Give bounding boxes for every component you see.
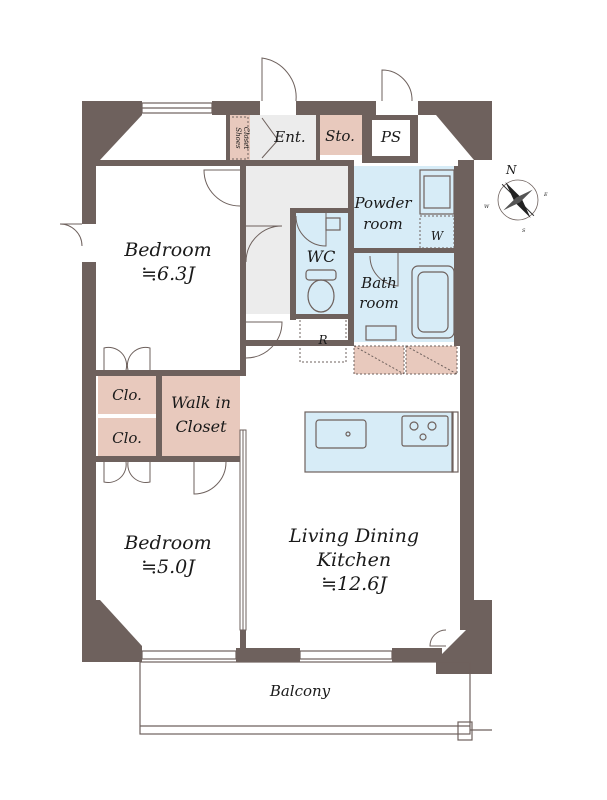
closet-2-fill bbox=[98, 418, 156, 456]
washer-space bbox=[419, 215, 455, 249]
entrance-fill bbox=[250, 115, 316, 161]
ldk-size: ≒12.6J bbox=[321, 573, 388, 595]
vanity bbox=[419, 169, 455, 215]
interior-walls bbox=[96, 115, 460, 652]
compass-south: S bbox=[522, 228, 526, 234]
compass-north: N bbox=[505, 163, 517, 177]
walk-in-closet-line2: Closet bbox=[175, 417, 227, 436]
bath-room-line1: Bath bbox=[360, 274, 397, 292]
kitchen-counter bbox=[304, 411, 454, 473]
bedroom-2-name: Bedroom bbox=[123, 532, 211, 554]
refrigerator-space bbox=[299, 317, 347, 363]
closet-2-label: Clo. bbox=[112, 429, 142, 447]
wc-label: WC bbox=[307, 247, 336, 266]
closet-1-fill bbox=[98, 376, 156, 414]
exterior-walls bbox=[82, 101, 492, 674]
ldk-line2: Kitchen bbox=[316, 549, 391, 571]
entrance-label: Ent. bbox=[273, 128, 305, 146]
room-labels: Bedroom ≒6.3J Bedroom ≒5.0J Living Dinin… bbox=[112, 127, 445, 700]
walk-in-closet-line1: Walk in bbox=[171, 393, 231, 412]
compass-west: W bbox=[484, 204, 490, 210]
doors bbox=[59, 57, 447, 647]
sink bbox=[315, 419, 367, 449]
bath-room-line2: room bbox=[359, 294, 398, 312]
storage-label: Sto. bbox=[325, 127, 355, 145]
bath-room-fill bbox=[350, 252, 458, 342]
storage-fill bbox=[318, 115, 362, 155]
closet-1-label: Clo. bbox=[112, 386, 142, 404]
powder-room-fill bbox=[350, 166, 458, 252]
balcony-outline bbox=[139, 661, 471, 735]
walk-in-closet-fill bbox=[162, 376, 240, 456]
toilet-bowl bbox=[307, 279, 335, 313]
compass-east: E bbox=[543, 192, 548, 198]
shoes-closet-line2: Closet bbox=[242, 127, 250, 150]
powder-room-line2: room bbox=[363, 215, 402, 233]
shoes-closet-line1: Shoes bbox=[234, 127, 242, 149]
ps-label: PS bbox=[380, 128, 401, 146]
bedroom-2-size: ≒5.0J bbox=[141, 556, 196, 578]
bedroom-1-name: Bedroom bbox=[123, 239, 211, 261]
shoes-closet-fill bbox=[228, 115, 250, 161]
powder-room-line1: Powder bbox=[353, 194, 412, 212]
compass-rose: N E S W bbox=[484, 163, 548, 234]
bedroom-1-size: ≒6.3J bbox=[141, 263, 196, 285]
refrigerator-label: R bbox=[317, 333, 327, 347]
ldk-line1: Living Dining bbox=[288, 525, 419, 547]
kitchen-counter-fill bbox=[305, 412, 453, 472]
fixtures bbox=[139, 102, 492, 741]
washer-label: W bbox=[431, 229, 445, 243]
cooktop bbox=[401, 415, 449, 447]
room-fills bbox=[98, 115, 458, 472]
balcony-label: Balcony bbox=[269, 682, 331, 700]
bathtub bbox=[411, 265, 455, 339]
